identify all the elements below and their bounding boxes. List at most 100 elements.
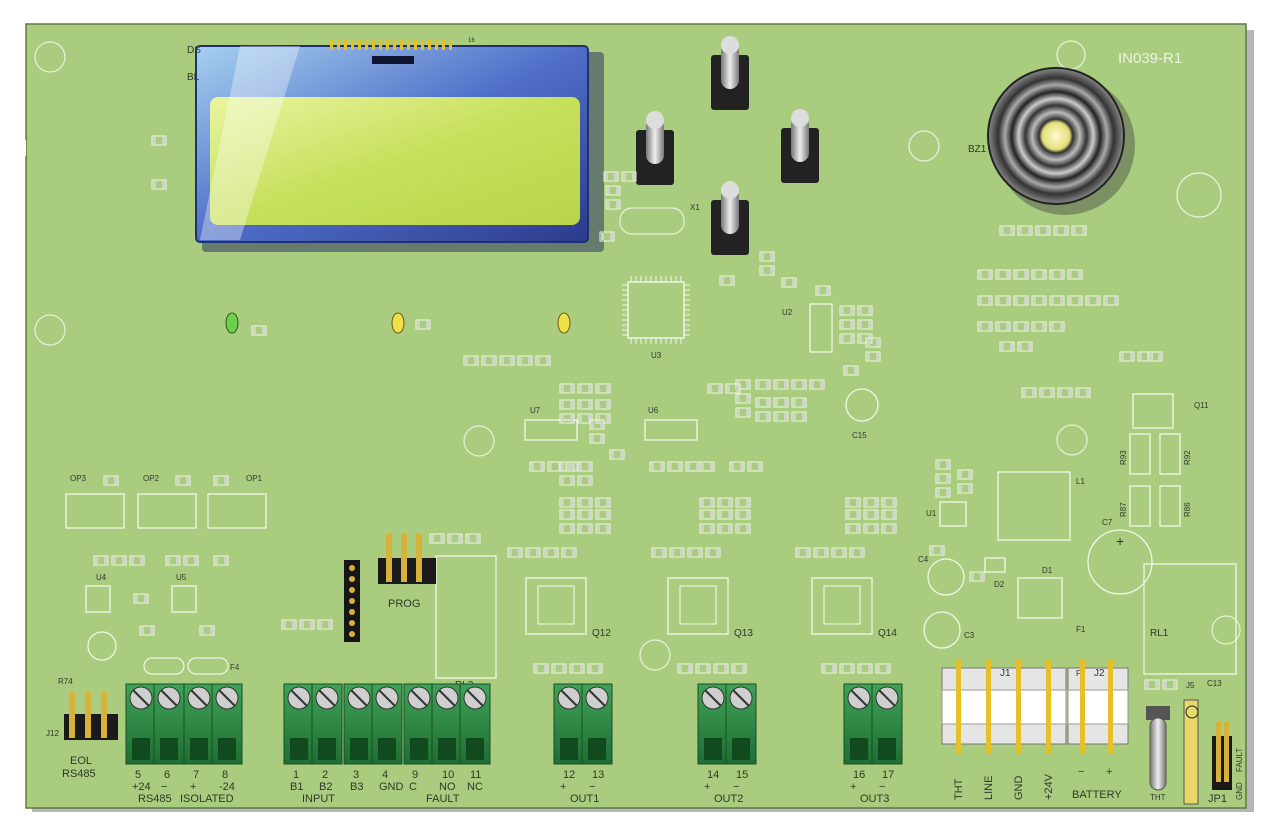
smd-passive bbox=[725, 383, 741, 394]
optocoupler-op3: OP3 bbox=[65, 474, 125, 529]
screw-terminal[interactable] bbox=[725, 683, 757, 765]
battery-connector-j2[interactable]: J2 F2 bbox=[1067, 667, 1129, 745]
smd-passive bbox=[569, 663, 585, 674]
push-button[interactable] bbox=[636, 111, 674, 185]
smd-pad bbox=[561, 511, 564, 518]
smd-pad bbox=[570, 477, 573, 484]
screw-terminal[interactable] bbox=[697, 683, 729, 765]
smd-pad bbox=[746, 525, 749, 532]
smd-passive bbox=[1035, 225, 1051, 236]
smd-pad bbox=[1069, 271, 1072, 278]
smd-passive bbox=[133, 593, 149, 604]
smd-passive bbox=[707, 383, 723, 394]
optocoupler-op1: OP1 bbox=[207, 474, 267, 529]
capacitor-c15 bbox=[845, 388, 879, 422]
prog-header[interactable]: PROG bbox=[378, 534, 436, 610]
smd-pad bbox=[811, 381, 814, 388]
screw-terminal[interactable] bbox=[125, 683, 157, 765]
push-button[interactable] bbox=[781, 109, 819, 183]
smd-pad bbox=[851, 549, 854, 556]
smd-passive bbox=[717, 523, 733, 534]
screw-terminal[interactable] bbox=[343, 683, 375, 765]
smd-pad bbox=[519, 357, 522, 364]
c15-designator: C15 bbox=[852, 431, 867, 440]
smd-pad bbox=[579, 525, 582, 532]
screw-terminal[interactable] bbox=[183, 683, 215, 765]
smd-pad bbox=[687, 463, 690, 470]
screw-terminal[interactable] bbox=[283, 683, 315, 765]
eol-jumper-j12[interactable]: R74 J12 EOL RS485 bbox=[46, 677, 118, 780]
smd-passive bbox=[759, 265, 775, 276]
smd-pad bbox=[757, 413, 760, 420]
screw-terminal[interactable] bbox=[211, 683, 243, 765]
push-button[interactable] bbox=[711, 36, 749, 110]
screw-terminal[interactable] bbox=[153, 683, 185, 765]
push-button[interactable] bbox=[711, 181, 749, 255]
smd-pad bbox=[937, 475, 940, 482]
smd-pad bbox=[1010, 343, 1013, 350]
terminal-signal: -24 bbox=[219, 781, 235, 793]
battery-label: BATTERY bbox=[1072, 789, 1122, 801]
smd-pad bbox=[1024, 271, 1027, 278]
smd-passive bbox=[1075, 387, 1091, 398]
terminal-number: 15 bbox=[736, 769, 748, 781]
smd-passive bbox=[809, 379, 825, 390]
smd-passive bbox=[651, 547, 667, 558]
smd-pad bbox=[783, 279, 786, 286]
terminal-signal: − bbox=[879, 781, 885, 793]
mounting-hole bbox=[34, 314, 66, 346]
gnd-fault-jumper-jp1[interactable]: JP1 GND FAULT bbox=[1208, 722, 1244, 805]
connector-pin bbox=[349, 598, 355, 604]
smd-passive bbox=[677, 663, 693, 674]
smd-pad bbox=[757, 381, 760, 388]
smd-passive bbox=[843, 365, 859, 376]
smd-pad bbox=[806, 549, 809, 556]
smd-passive bbox=[735, 523, 751, 534]
u4-designator: U4 bbox=[96, 573, 107, 582]
smd-pad bbox=[1055, 227, 1058, 234]
smd-passive bbox=[507, 547, 523, 558]
jp1-fault-label: FAULT bbox=[1235, 748, 1244, 772]
smd-pad bbox=[588, 499, 591, 506]
smd-pad bbox=[706, 665, 709, 672]
smd-pad bbox=[328, 621, 331, 628]
smd-pad bbox=[728, 499, 731, 506]
screw-terminal[interactable] bbox=[581, 683, 613, 765]
smd-pad bbox=[710, 511, 713, 518]
smd-pad bbox=[850, 335, 853, 342]
u6-designator: U6 bbox=[648, 406, 659, 415]
u5-designator: U5 bbox=[176, 573, 187, 582]
screw-terminal[interactable] bbox=[553, 683, 585, 765]
screw-terminal[interactable] bbox=[431, 683, 463, 765]
power-connector-j1[interactable]: J1 bbox=[941, 667, 1067, 745]
smd-pad bbox=[746, 499, 749, 506]
smd-passive bbox=[699, 461, 715, 472]
mounting-hole bbox=[1056, 424, 1088, 456]
smd-pad bbox=[588, 415, 591, 422]
smd-pad bbox=[537, 357, 540, 364]
screw-terminal[interactable] bbox=[403, 683, 435, 765]
screw-terminal[interactable] bbox=[311, 683, 343, 765]
smd-passive bbox=[151, 135, 167, 146]
terminal-group-label: ISOLATED bbox=[180, 793, 234, 805]
terminal-signal: + bbox=[850, 781, 856, 793]
transistor-q12: Q12 bbox=[525, 577, 611, 639]
d1-designator: D1 bbox=[1042, 566, 1053, 575]
smd-passive bbox=[281, 619, 297, 630]
tht-connector[interactable]: THT bbox=[1146, 706, 1170, 802]
smd-pad bbox=[1155, 681, 1158, 688]
smd-pad bbox=[721, 277, 724, 284]
smd-pad bbox=[883, 511, 886, 518]
screw-terminal[interactable] bbox=[459, 683, 491, 765]
smd-passive bbox=[699, 509, 715, 520]
smd-pad bbox=[1078, 297, 1081, 304]
mounting-hole bbox=[1211, 615, 1241, 645]
smd-pad bbox=[591, 421, 594, 428]
smd-pad bbox=[797, 549, 800, 556]
screw-terminal[interactable] bbox=[843, 683, 875, 765]
smd-pad bbox=[607, 187, 610, 194]
screw-terminal[interactable] bbox=[371, 683, 403, 765]
smd-pad bbox=[176, 557, 179, 564]
smd-passive bbox=[735, 497, 751, 508]
screw-terminal[interactable] bbox=[871, 683, 903, 765]
